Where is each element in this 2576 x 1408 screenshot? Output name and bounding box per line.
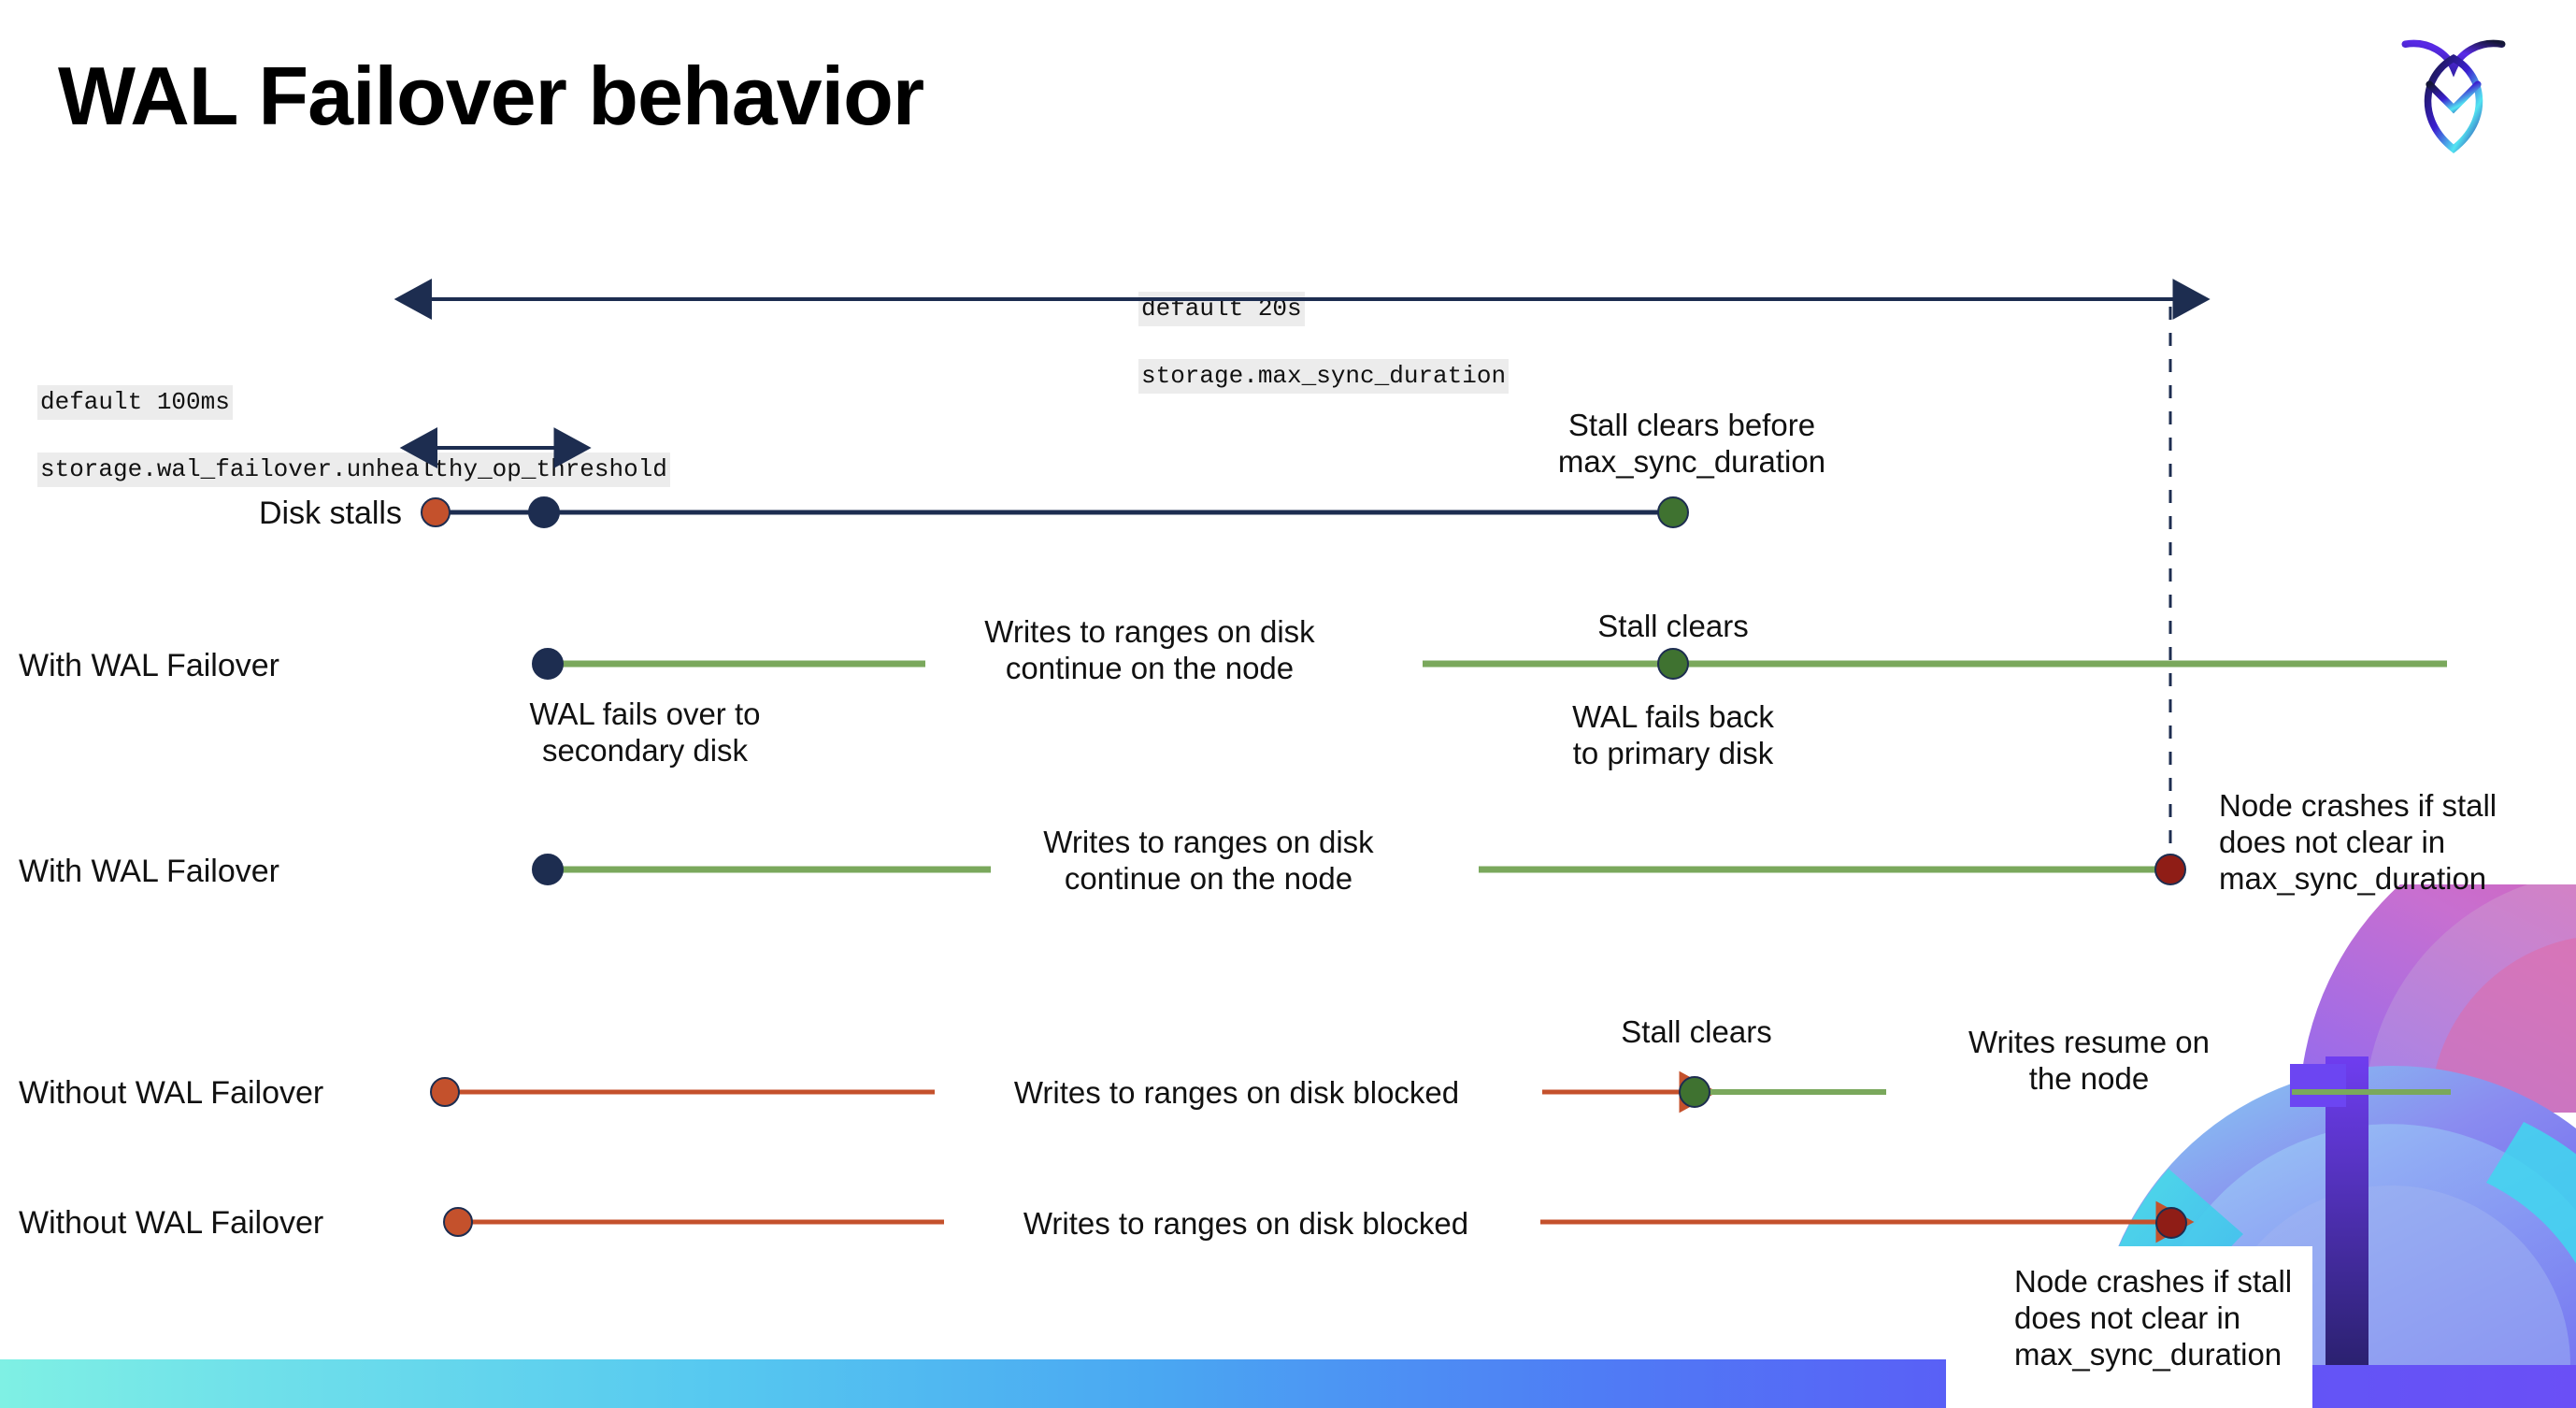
note-stall-clears-2: Stall clears bbox=[1621, 1014, 1772, 1049]
max-sync-setting-label: storage.max_sync_duration bbox=[1138, 359, 1510, 395]
cockroachdb-logo-icon bbox=[2401, 39, 2506, 154]
note-stall-clears-before: Stall clears before max_sync_duration bbox=[1557, 408, 1826, 479]
note-writes-blocked-2: Writes to ranges on disk blocked bbox=[1023, 1206, 1469, 1241]
disk-stalls-failover-dot bbox=[528, 496, 560, 528]
wal-failover-1-start-dot bbox=[532, 648, 564, 680]
disk-stalls-clear-dot bbox=[1657, 496, 1689, 528]
note-wal-fails-over: WAL fails over to secondary disk bbox=[529, 697, 761, 768]
without-failover-2-start-dot bbox=[443, 1207, 473, 1237]
without-failover-1-start-dot bbox=[430, 1077, 460, 1107]
note-stall-clears-1: Stall clears bbox=[1597, 609, 1749, 643]
artwork-left-mask bbox=[0, 1246, 1972, 1358]
wal-failover-1-clear-dot bbox=[1657, 648, 1689, 680]
note-writes-continue-1: Writes to ranges on disk continue on the… bbox=[984, 614, 1315, 685]
without-failover-2-crash-dot bbox=[2155, 1207, 2187, 1239]
row-label-with-wal-failover-1: With WAL Failover bbox=[19, 648, 279, 683]
page-title: WAL Failover behavior bbox=[58, 50, 924, 142]
unhealthy-op-default-label: default 100ms bbox=[37, 385, 233, 421]
caption-backdrop-bottom bbox=[1946, 1246, 2312, 1408]
wal-failover-2-start-dot bbox=[532, 854, 564, 885]
without-failover-1-clear-dot bbox=[1679, 1076, 1710, 1108]
row-label-with-wal-failover-2: With WAL Failover bbox=[19, 854, 279, 889]
row-label-without-wal-failover-1: Without WAL Failover bbox=[19, 1075, 324, 1111]
row-label-disk-stalls: Disk stalls bbox=[258, 496, 402, 531]
disk-stalls-start-dot bbox=[421, 497, 451, 527]
note-wal-fails-back: WAL fails back to primary disk bbox=[1572, 699, 1774, 770]
wal-failover-2-crash-dot bbox=[2154, 854, 2186, 885]
note-writes-blocked-1: Writes to ranges on disk blocked bbox=[1013, 1075, 1460, 1110]
note-node-crashes-1: Node crashes if stall does not clear in … bbox=[2219, 788, 2497, 896]
note-writes-continue-2: Writes to ranges on disk continue on the… bbox=[1043, 825, 1374, 896]
row-label-without-wal-failover-2: Without WAL Failover bbox=[19, 1205, 324, 1241]
note-writes-resume: Writes resume on the node bbox=[1968, 1025, 2210, 1096]
note-node-crashes-2: Node crashes if stall does not clear in … bbox=[2014, 1264, 2293, 1372]
